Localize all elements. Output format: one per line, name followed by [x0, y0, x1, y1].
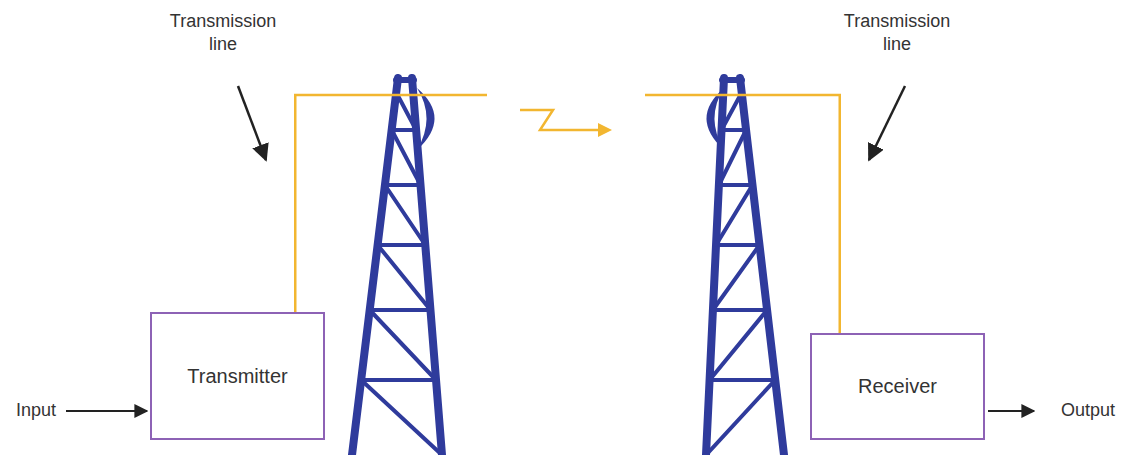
output-arrow — [988, 410, 1034, 412]
tower-right — [706, 78, 784, 455]
transmission-line — [295, 95, 840, 333]
leader-arrow — [238, 86, 266, 160]
receiver-box: Receiver — [810, 333, 985, 440]
box-label: Receiver — [858, 375, 937, 398]
input-arrow — [66, 410, 147, 412]
arrow-head — [598, 123, 612, 137]
leader-arrow — [869, 86, 905, 160]
input-label: Input — [8, 399, 64, 422]
tower-left — [352, 78, 442, 455]
transmission-line-label: Transmission line — [158, 10, 288, 55]
box-label: Transmitter — [187, 365, 287, 388]
dish-antenna — [707, 88, 725, 150]
transmission-line-label: Transmission line — [832, 10, 962, 55]
dish-antenna — [417, 88, 435, 150]
transmission-link — [295, 95, 840, 333]
transmitter-box: Transmitter — [150, 312, 325, 440]
output-label: Output — [1038, 399, 1138, 422]
